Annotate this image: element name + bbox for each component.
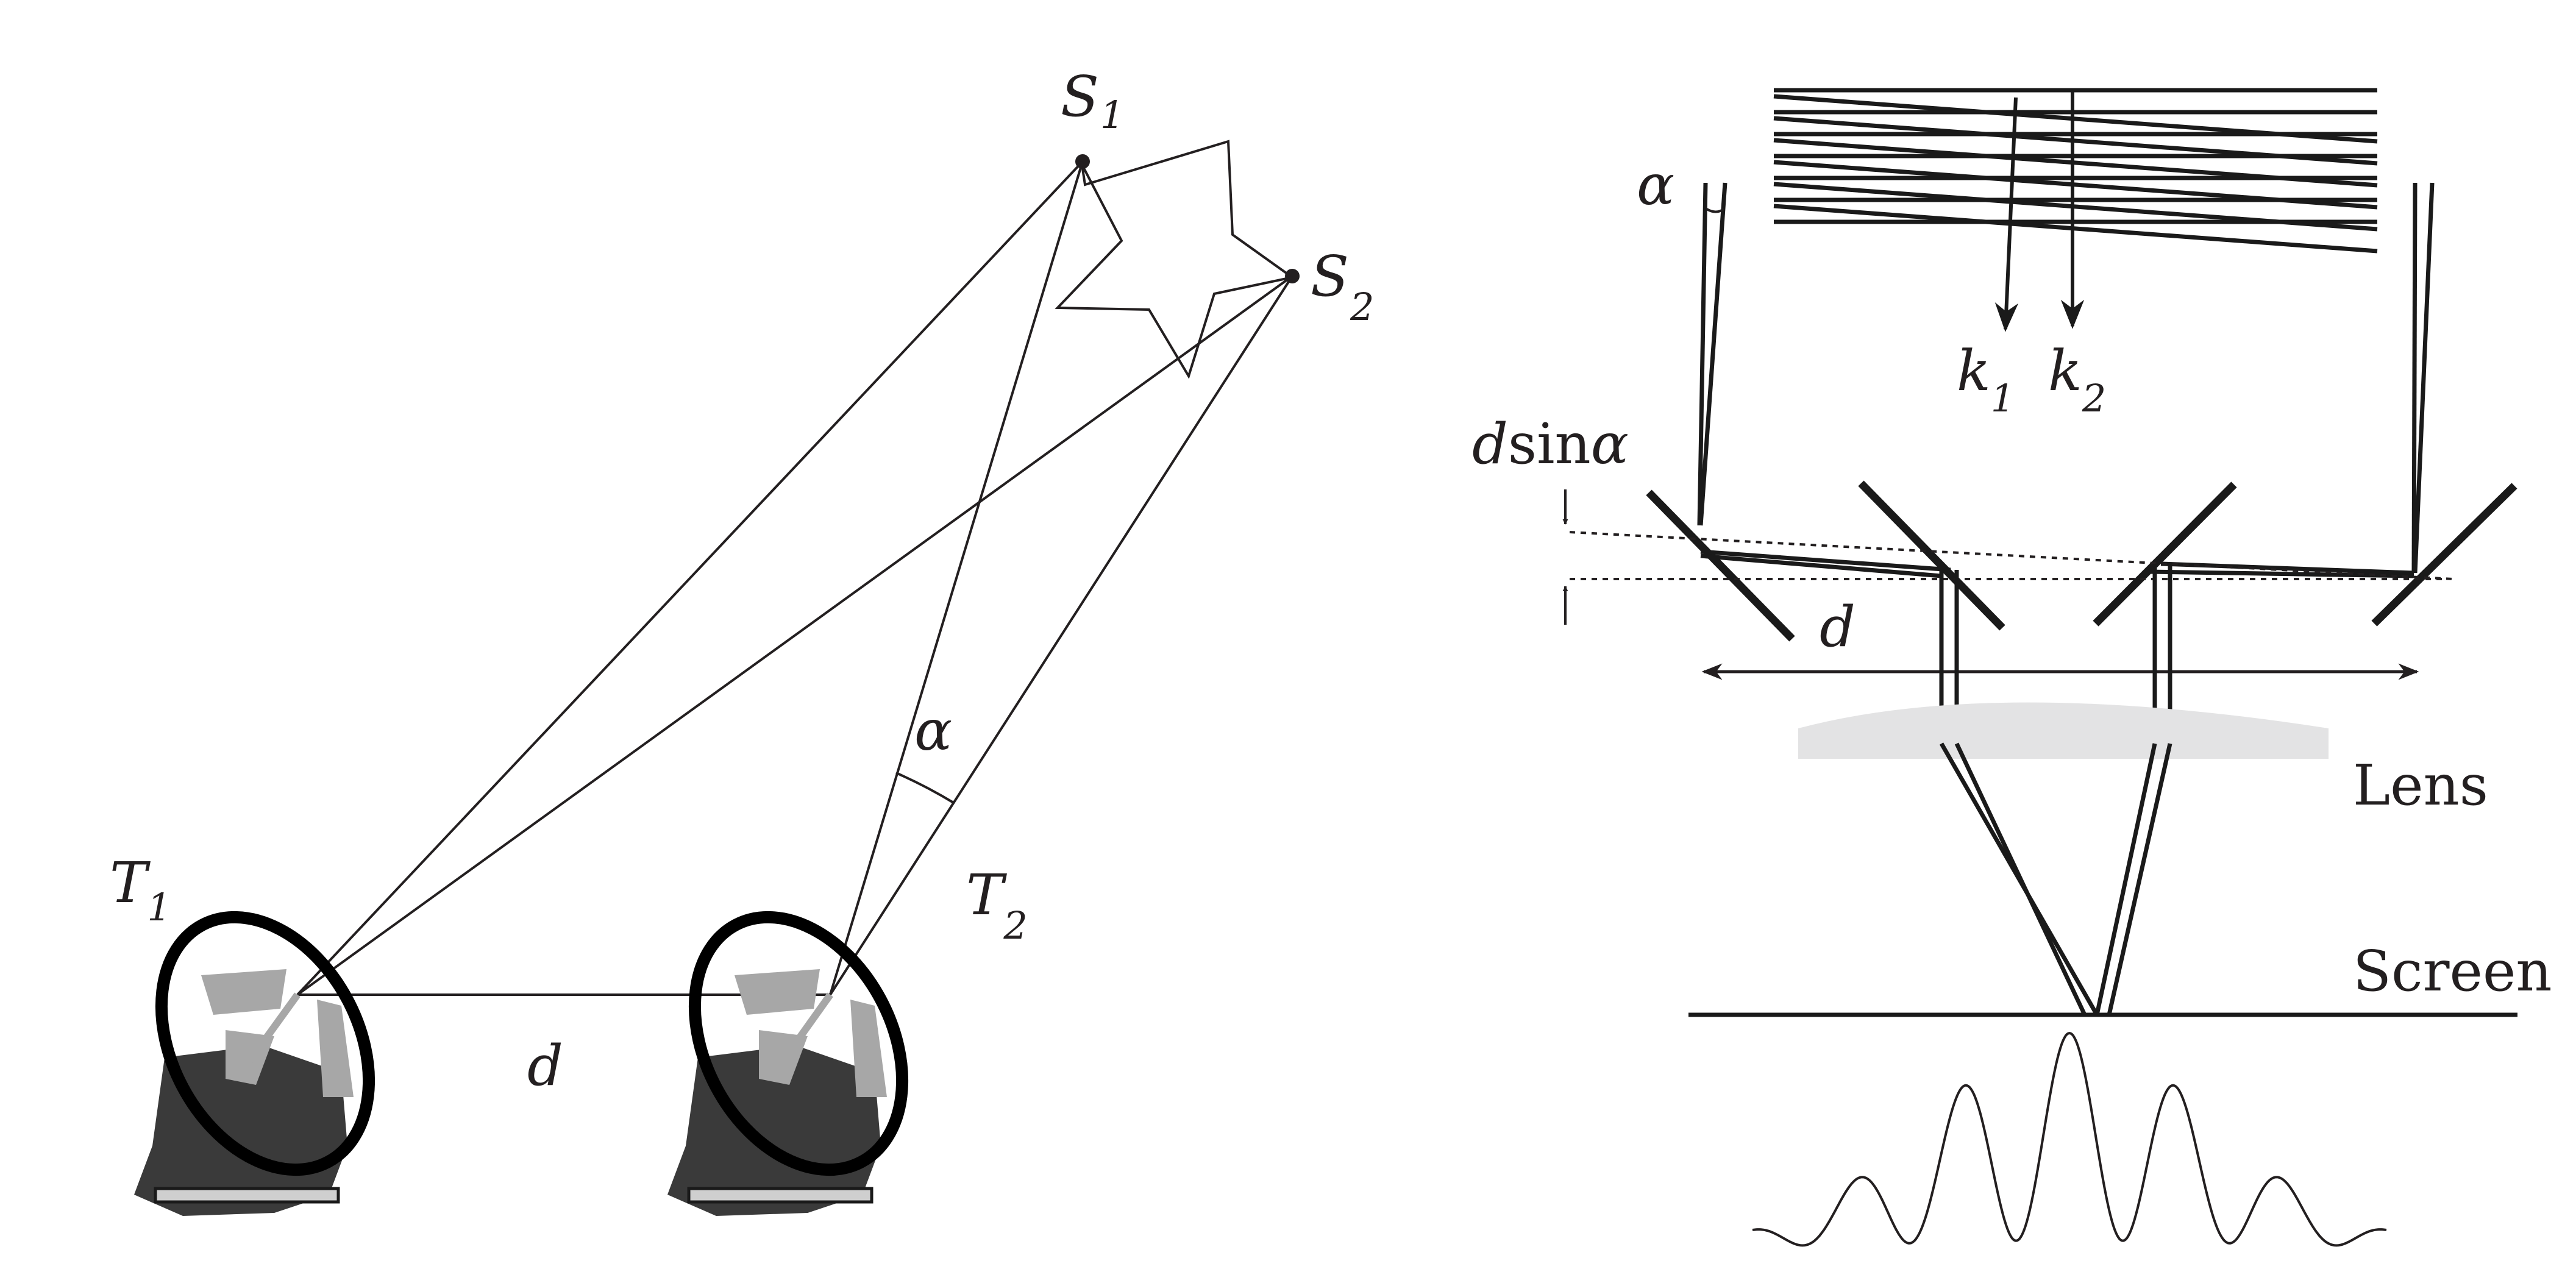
label-t1: T1 <box>110 850 171 929</box>
mirror-outer-left <box>1646 489 1795 642</box>
label-s1: S1 <box>1061 64 1124 137</box>
transfer-beam-right-1 <box>2160 561 2414 575</box>
telescope-2-base-plate <box>687 1187 873 1204</box>
wavefront-k2 <box>1773 116 2378 166</box>
label-t2: T2 <box>966 862 1028 948</box>
left-panel: S1 S2 T1 T2 α d <box>110 64 1374 1216</box>
lens-shape <box>1798 702 2329 759</box>
wavefront-k2 <box>1773 204 2378 254</box>
wavefronts <box>1773 88 2378 254</box>
ray-s1-t1 <box>296 160 1084 996</box>
label-k1: k1 <box>1957 338 2015 421</box>
alpha-arc-right <box>1706 208 1725 213</box>
telescope-2-feed-arm <box>780 992 833 1063</box>
mirror-outer-right <box>2371 483 2517 627</box>
telescope-1-base-plate <box>154 1187 340 1204</box>
beam-right-in-1 <box>2411 182 2418 574</box>
label-dsinalpha: dsinα <box>1472 411 1629 477</box>
mirror-inner-right <box>2093 482 2237 627</box>
transfer-beam-left-1 <box>1700 549 1951 572</box>
wave-vector-k1-arrow <box>1994 97 2019 332</box>
telescope-2-dish-panels <box>735 969 887 1097</box>
star-source-icon <box>1055 140 1295 379</box>
label-s2: S2 <box>1311 244 1374 329</box>
wavefront-k2 <box>1773 138 2378 188</box>
beam-converge-3 <box>2094 743 2157 1015</box>
label-k2: k2 <box>2048 338 2106 421</box>
wavefront-k2 <box>1773 94 2378 144</box>
label-baseline-left: d <box>527 1033 563 1098</box>
telescope-2-dish-rim <box>688 911 909 1176</box>
right-panel: α k1 k2 dsinα d Lens Screen <box>1472 88 2552 1247</box>
ray-s1-t2 <box>829 161 1084 995</box>
beam-left-in-2 <box>1698 182 1727 526</box>
wavefront-k2 <box>1773 160 2378 210</box>
label-screen: Screen <box>2353 939 2552 1004</box>
beam-converge-4 <box>2107 743 2172 1015</box>
telescope-1-feed-arm <box>247 992 301 1063</box>
wavefront-k2 <box>1773 182 2378 232</box>
reference-dashed-upper <box>1569 531 2454 580</box>
beam-right-in-2 <box>2413 182 2435 574</box>
label-baseline-right: d <box>1820 594 1856 659</box>
beam-left-in-1 <box>1697 182 1708 526</box>
mirror-inner-left <box>1858 480 2005 631</box>
telescope-2 <box>667 911 909 1216</box>
ray-s2-t1 <box>296 275 1293 996</box>
label-alpha-right: α <box>1637 152 1674 218</box>
transfer-beam-left-2 <box>1700 553 1942 578</box>
telescope-1 <box>134 911 375 1216</box>
ray-s2-t2 <box>829 275 1293 996</box>
telescope-1-dish-rim <box>155 911 375 1176</box>
interference-pattern <box>1752 1031 2387 1247</box>
telescope-1-dish-panels <box>201 969 354 1097</box>
label-lens: Lens <box>2353 753 2488 818</box>
beam-converge-2 <box>1954 742 2087 1016</box>
label-alpha-left: α <box>914 698 952 763</box>
angle-arc <box>895 772 956 805</box>
